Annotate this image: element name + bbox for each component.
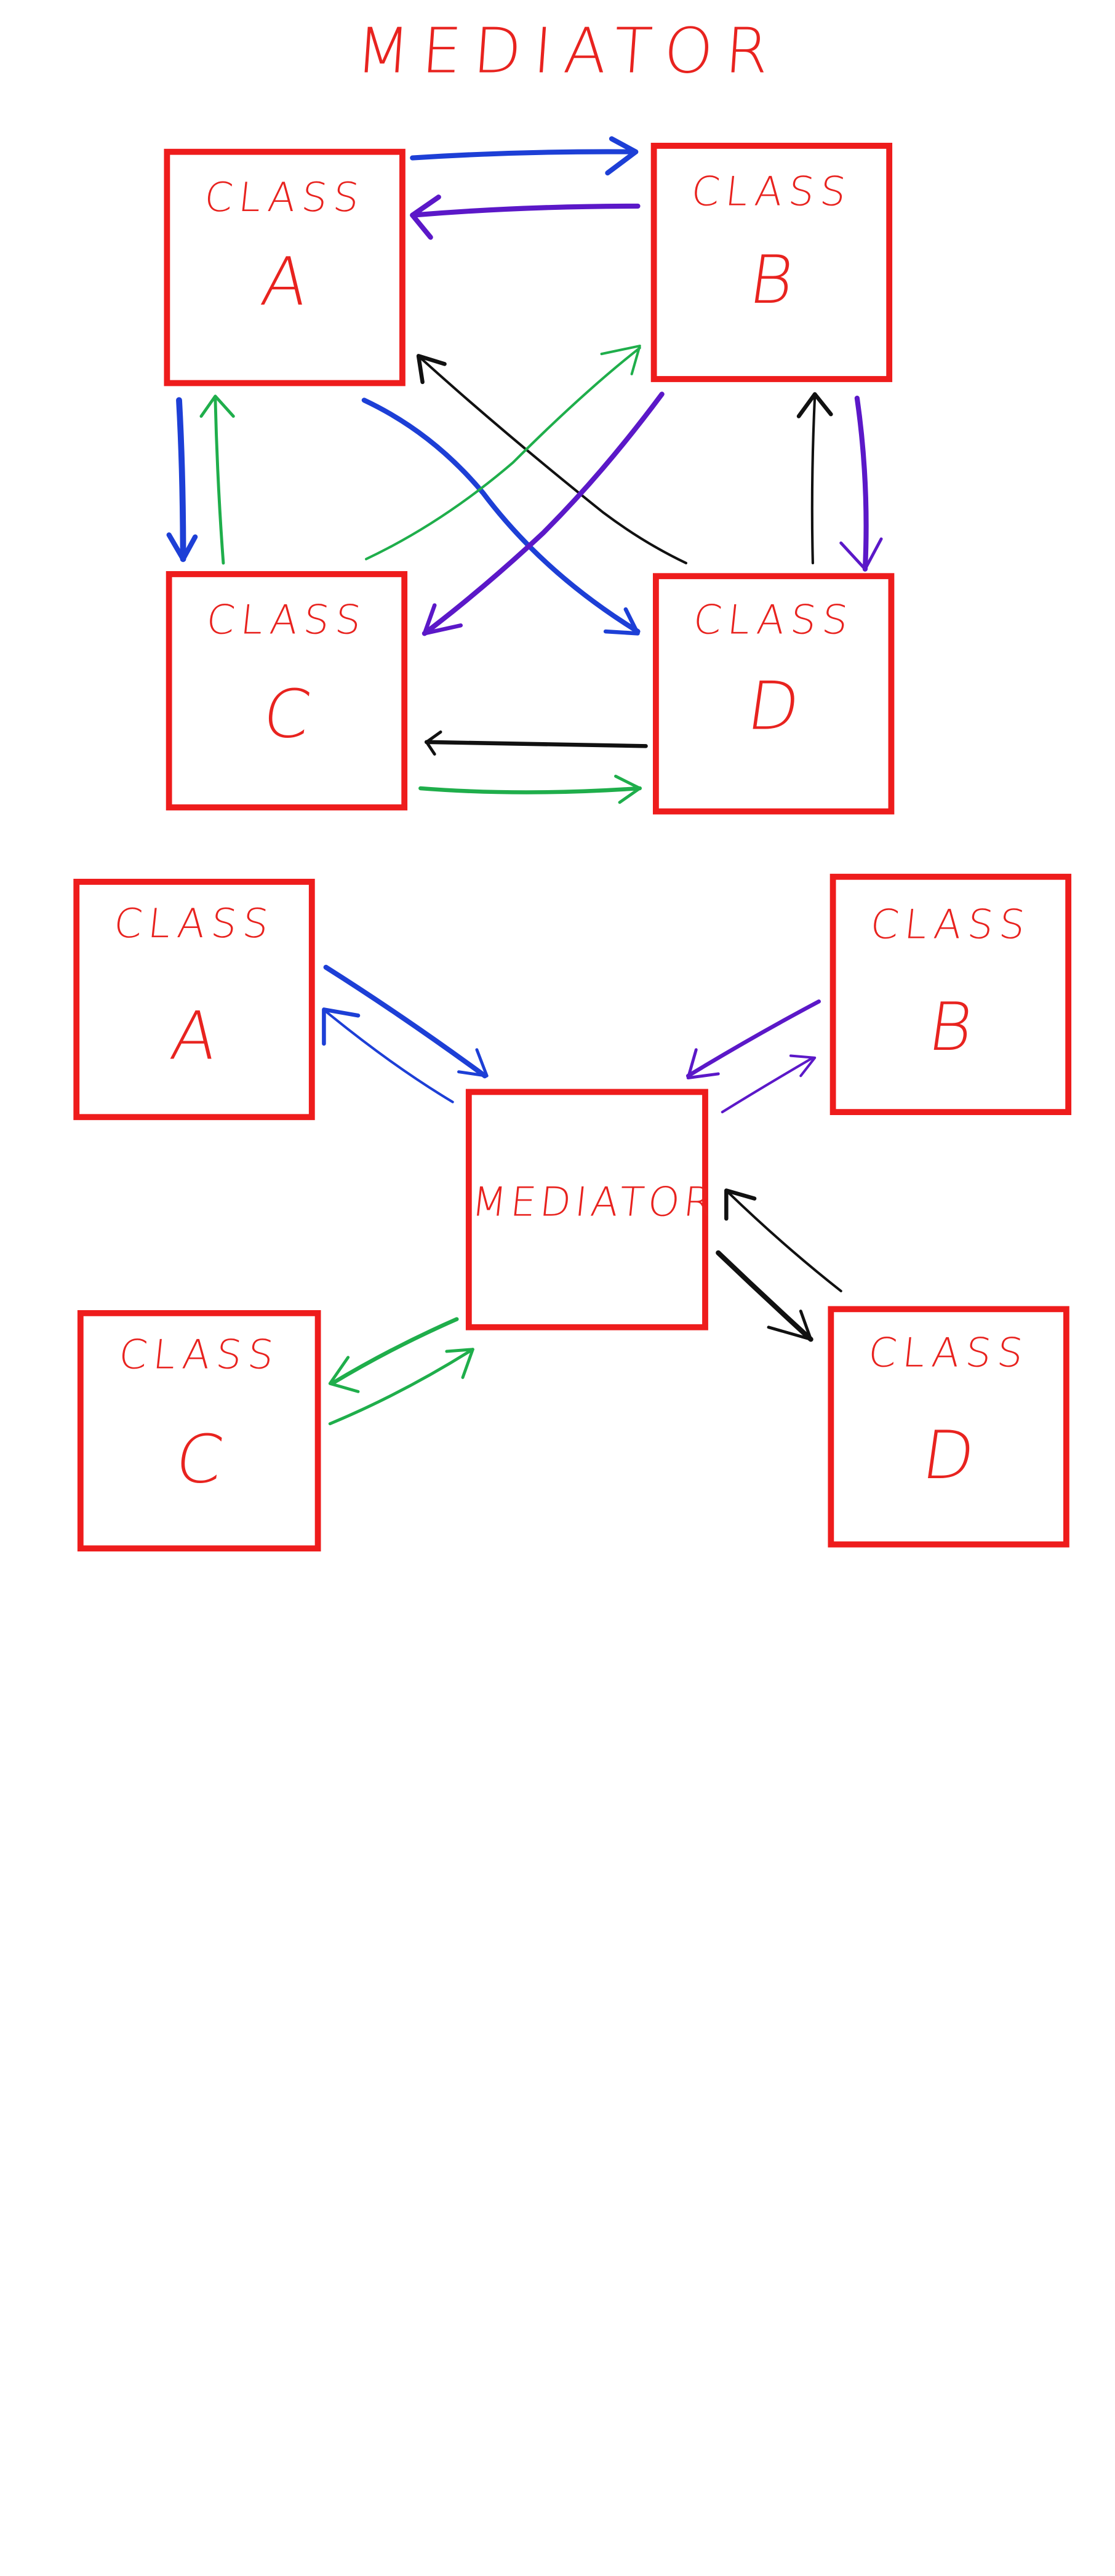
arrow-mediator-to-c (328, 1317, 459, 1393)
arrow-a-to-c (166, 397, 198, 562)
arrow-d-to-b (796, 392, 833, 565)
arrow-a-to-b (410, 136, 639, 176)
bottom-class-c-box: CLASS C (77, 1310, 321, 1552)
top-class-d-box: CLASS D (652, 573, 895, 815)
arrow-d-to-a (416, 354, 687, 565)
arrow-b-to-c (422, 391, 665, 636)
bottom-class-a-box: CLASS A (73, 879, 315, 1121)
diagram-canvas: MEDIATOR CLASS A CLASS B CLASS C CLASS D… (73, 14, 1072, 1552)
arrow-mediator-to-b (721, 1054, 817, 1114)
arrows-layer (166, 136, 883, 1426)
arrow-d-to-mediator (724, 1188, 842, 1292)
arrow-b-to-a (410, 194, 641, 240)
arrow-b-to-d (839, 395, 883, 572)
mediator-box: MEDIATOR (465, 1089, 718, 1330)
arrow-c-to-b (365, 345, 641, 561)
arrow-mediator-to-d (716, 1250, 813, 1342)
bottom-class-d-box: CLASS D (828, 1306, 1069, 1548)
arrow-a-to-d (361, 398, 641, 636)
arrow-c-to-d (418, 774, 642, 804)
arrow-a-to-mediator (323, 964, 489, 1079)
arrow-c-to-mediator (328, 1348, 474, 1426)
arrow-mediator-to-a (322, 1007, 454, 1103)
top-class-b-box: CLASS B (650, 143, 893, 382)
arrow-d-to-c (424, 730, 648, 756)
arrow-b-to-mediator (685, 999, 821, 1079)
bottom-class-b-box: CLASS B (829, 873, 1072, 1115)
top-class-c-box: CLASS C (166, 571, 408, 810)
arrow-c-to-a (199, 394, 235, 565)
top-class-a-box: CLASS A (164, 148, 406, 386)
